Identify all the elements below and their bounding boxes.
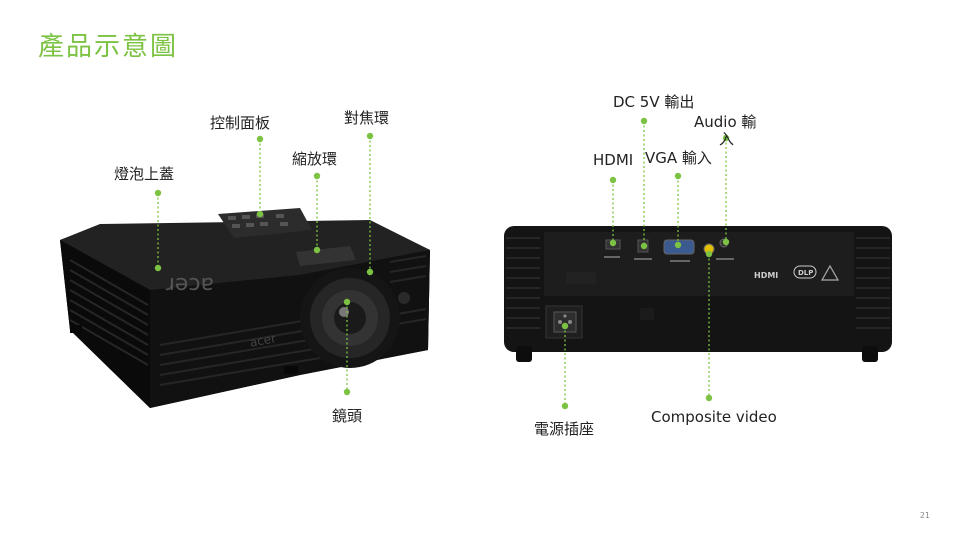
label-audio-input-line2: 入 [719,130,735,148]
front-projector-image [60,208,430,408]
label-lens: 鏡頭 [332,407,363,425]
front-brand-logo: acer [165,272,214,297]
label-vga-input: VGA 輸入 [645,149,712,167]
dlp-logo: DLP [798,269,813,277]
label-zoom-ring: 縮放環 [292,150,338,168]
label-hdmi: HDMI [593,151,634,169]
label-lamp-cover: 燈泡上蓋 [114,165,175,183]
label-composite-video: Composite video [651,408,777,426]
label-control-panel: 控制面板 [210,114,271,132]
callout-lines [157,121,727,406]
label-focus-ring: 對焦環 [344,109,390,127]
callout-dots [154,117,730,410]
label-audio-input-line1: Audio 輸 [694,113,757,131]
hdmi-logo: HDMI [754,271,778,280]
rear-projector-image [504,226,892,362]
dlp-logo-outline [793,265,817,279]
front-panel-brand: acer [249,331,277,349]
label-dc-5v-output: DC 5V 輸出 [613,93,695,111]
label-power-socket: 電源插座 [534,420,595,438]
slide-title: 產品示意圖 [38,32,179,62]
page-number: 21 [919,511,930,520]
